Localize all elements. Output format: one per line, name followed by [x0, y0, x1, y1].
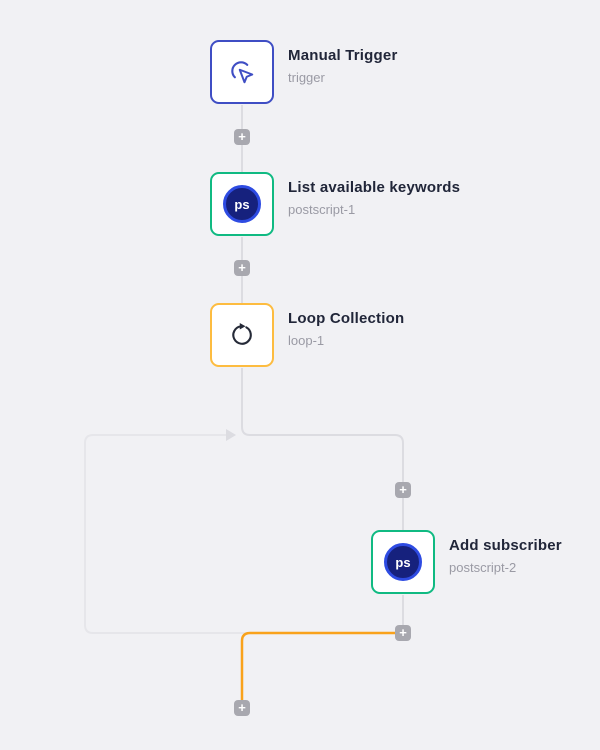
loop-exit-connector-active	[240, 631, 403, 701]
add-step-button-after-subscriber[interactable]: +	[395, 625, 411, 641]
add-step-button-loop-body[interactable]: +	[395, 482, 411, 498]
node-subtitle: loop-1	[288, 333, 325, 348]
node-card-manual-trigger[interactable]	[210, 40, 274, 104]
node-subtitle: trigger	[288, 70, 325, 85]
node-title: List available keywords	[288, 179, 461, 196]
node-card-add-subscriber[interactable]: ps	[371, 530, 435, 594]
node-subtitle: postscript-2	[449, 560, 517, 575]
plus-icon: +	[238, 700, 246, 715]
plus-icon: +	[238, 129, 246, 144]
loopback-connector	[84, 434, 399, 634]
node-label: Add subscriber postscript-2	[449, 537, 562, 575]
plus-icon: +	[399, 625, 407, 640]
node-card-list-available-keywords[interactable]: ps	[210, 172, 274, 236]
node-card-loop-collection[interactable]	[210, 303, 274, 367]
plus-icon: +	[238, 260, 246, 275]
node-label: Loop Collection loop-1	[288, 310, 404, 348]
loopback-arrowhead-icon	[226, 429, 236, 441]
connector-loop-to-subscriber	[241, 368, 404, 530]
postscript-logo-icon: ps	[384, 543, 422, 581]
node-add-subscriber: ps Add subscriber postscript-2	[371, 530, 562, 594]
node-label: List available keywords postscript-1	[288, 179, 460, 217]
add-step-button-after-trigger[interactable]: +	[234, 129, 250, 145]
node-title: Manual Trigger	[288, 47, 398, 64]
cursor-click-icon	[231, 61, 254, 84]
plus-icon: +	[399, 482, 407, 497]
node-title: Loop Collection	[288, 310, 405, 327]
node-title: Add subscriber	[449, 537, 562, 554]
node-list-available-keywords: ps List available keywords postscript-1	[210, 172, 460, 236]
add-step-button-loop-exit[interactable]: +	[234, 700, 250, 716]
postscript-logo-icon: ps	[223, 185, 261, 223]
add-step-button-after-keywords[interactable]: +	[234, 260, 250, 276]
node-label: Manual Trigger trigger	[288, 47, 398, 85]
node-loop-collection: Loop Collection loop-1	[210, 303, 404, 367]
node-subtitle: postscript-1	[288, 202, 356, 217]
node-manual-trigger: Manual Trigger trigger	[210, 40, 397, 104]
loop-icon	[232, 323, 252, 345]
